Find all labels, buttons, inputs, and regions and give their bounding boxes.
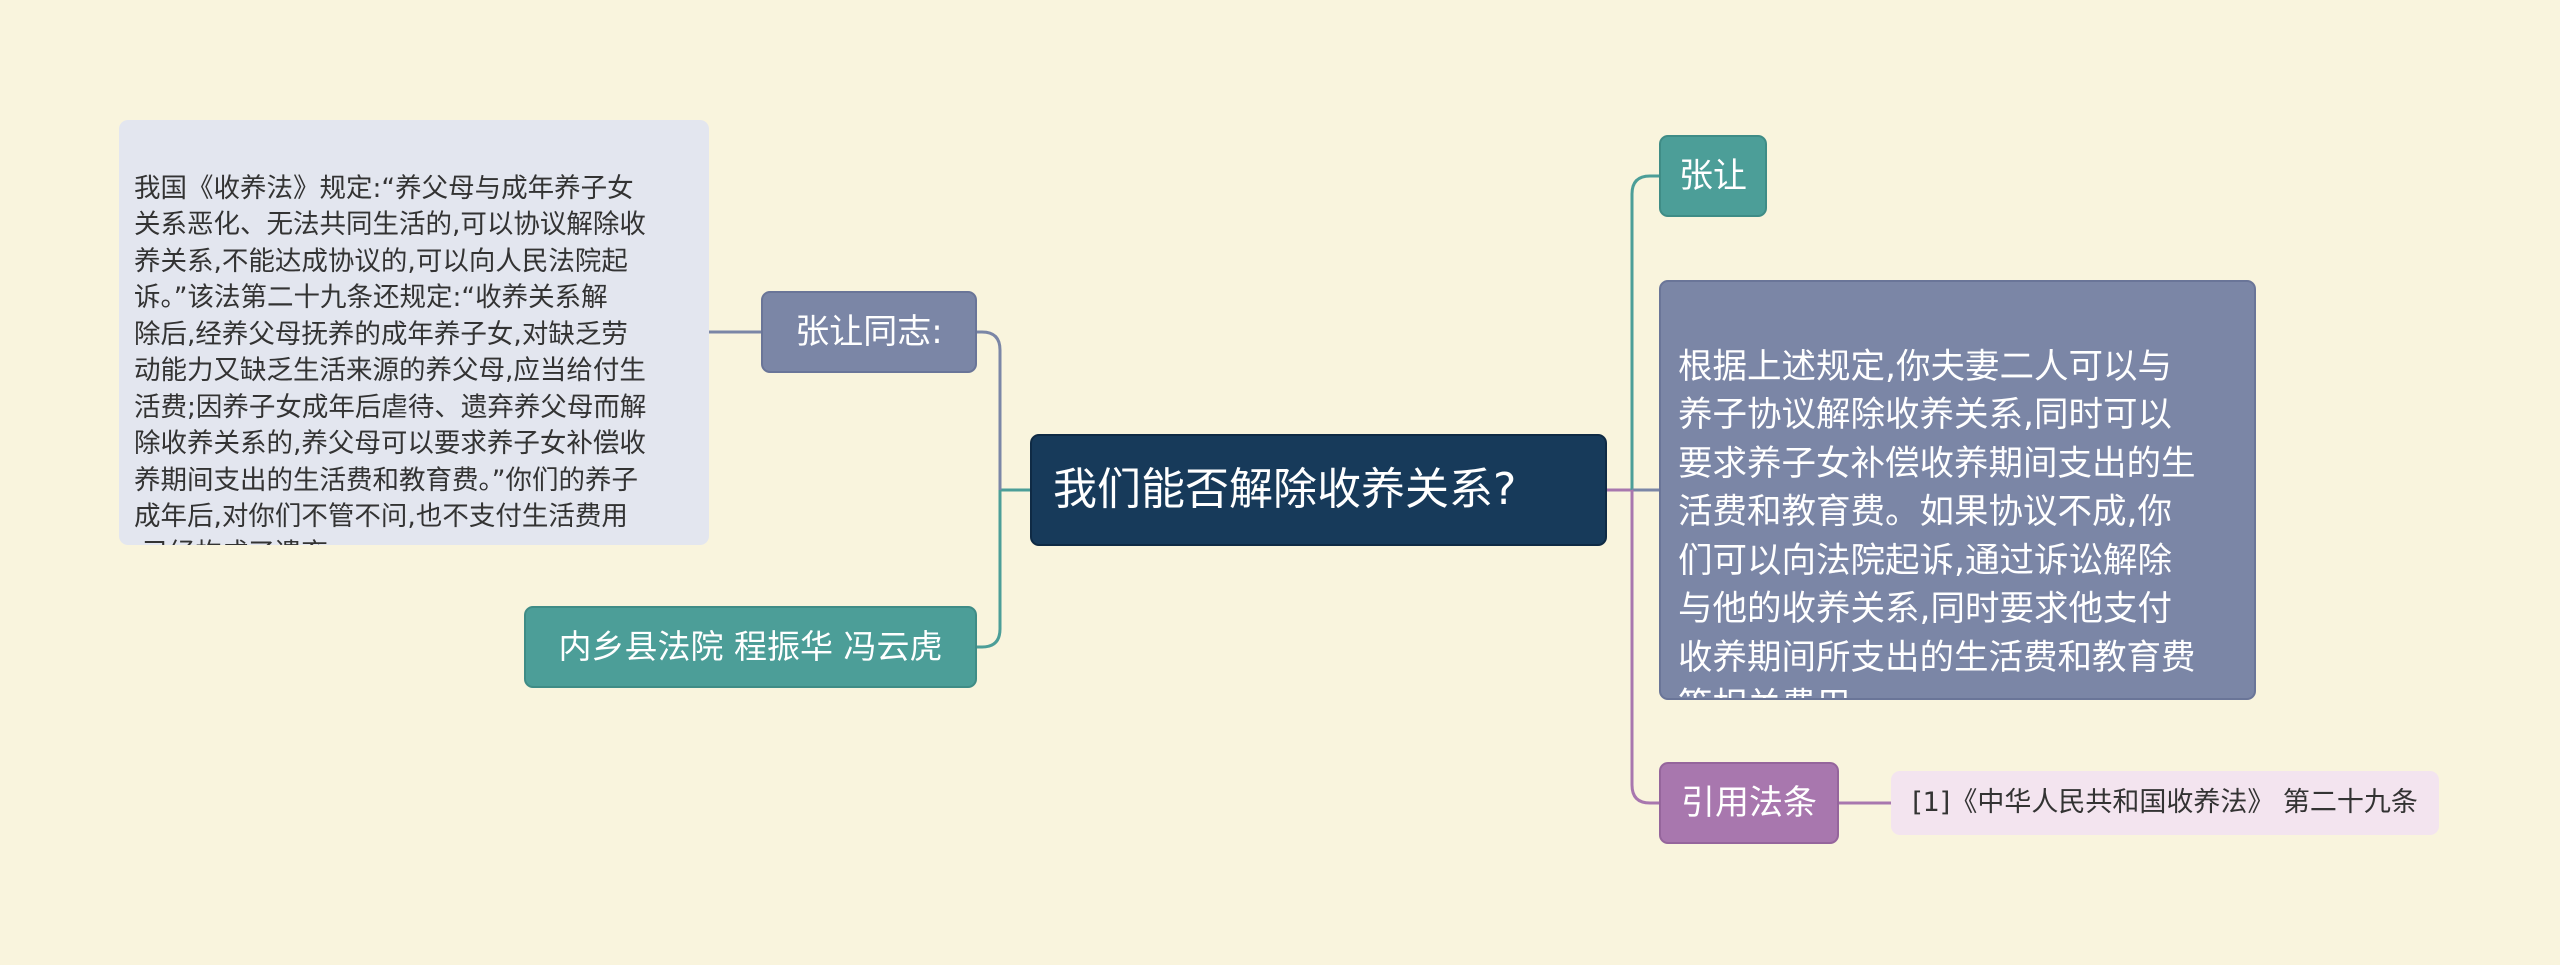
branch-text-advice: 根据上述规定,你夫妻二人可以与 养子协议解除收养关系,同时可以 要求养子女补偿收… xyxy=(1678,346,2196,699)
branch-node-court-authors[interactable]: 内乡县法院 程振华 冯云虎 xyxy=(524,606,977,688)
leaf-text-law: 我国《收养法》规定:“养父母与成年养子女 关系恶化、无法共同生活的,可以协议解除… xyxy=(134,172,647,546)
branch-node-advice[interactable]: 根据上述规定,你夫妻二人可以与 养子协议解除收养关系,同时可以 要求养子女补偿收… xyxy=(1659,280,2256,700)
connector-left-to-authors xyxy=(977,490,1002,649)
connector-right-to-name xyxy=(1630,174,1659,490)
branch-label-zhangrang: 张让 xyxy=(1679,156,1747,196)
branch-node-citation[interactable]: 引用法条 xyxy=(1659,762,1839,844)
branch-node-zhangrang[interactable]: 张让 xyxy=(1659,135,1767,217)
branch-node-zhangrang-comrade[interactable]: 张让同志: xyxy=(761,291,977,373)
leaf-node-reference[interactable]: [1]《中华人民共和国收养法》 第二十九条 xyxy=(1891,771,2439,835)
branch-label-citation: 引用法条 xyxy=(1681,783,1817,823)
connector-right-to-citation xyxy=(1630,490,1659,805)
connector-left-to-comrade xyxy=(977,330,1002,490)
central-topic-label: 我们能否解除收养关系? xyxy=(1053,464,1517,515)
branch-label-zhangrang-comrade: 张让同志: xyxy=(795,312,943,352)
branch-label-court-authors: 内乡县法院 程振华 冯云虎 xyxy=(558,627,943,666)
leaf-node-law-text[interactable]: 我国《收养法》规定:“养父母与成年养子女 关系恶化、无法共同生活的,可以协议解除… xyxy=(119,120,709,545)
leaf-text-reference: [1]《中华人民共和国收养法》 第二十九条 xyxy=(1912,787,2418,818)
central-topic-node[interactable]: 我们能否解除收养关系? xyxy=(1030,434,1607,546)
